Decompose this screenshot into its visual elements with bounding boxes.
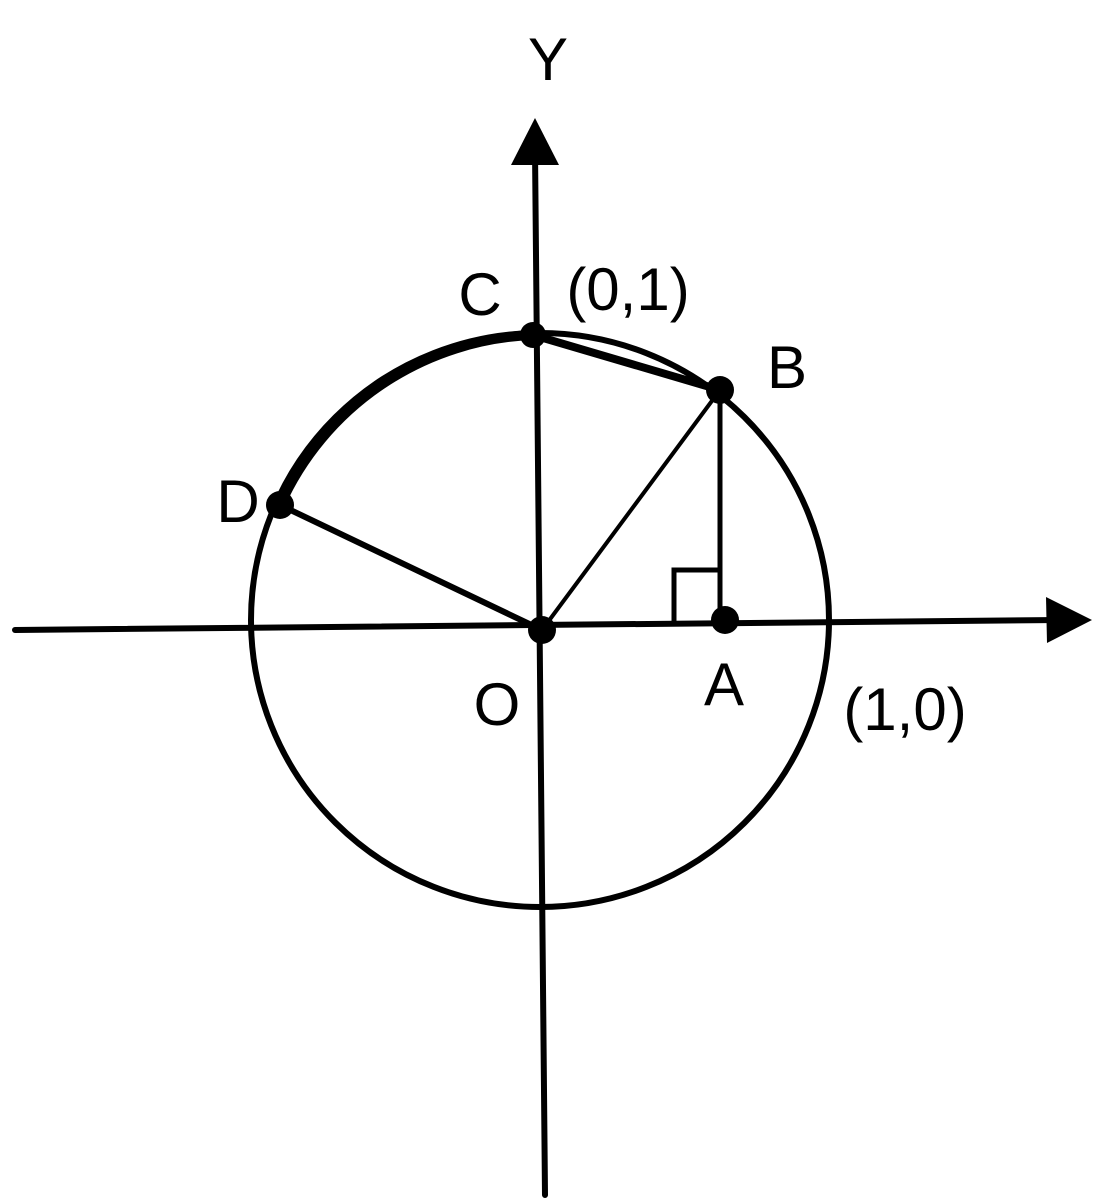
- label-o: O: [474, 671, 521, 738]
- segment-o-b: [540, 388, 722, 632]
- point-d: [266, 491, 294, 519]
- segment-c-b: [529, 331, 724, 394]
- x-axis-arrowhead: [1046, 597, 1092, 643]
- y-axis-label: Y: [528, 26, 568, 93]
- y-axis: [532, 147, 548, 1198]
- label-c-coord: (0,1): [566, 256, 689, 323]
- y-axis-arrowhead: [511, 118, 559, 165]
- label-d: D: [216, 468, 259, 535]
- right-angle-marker: [671, 567, 721, 625]
- arc-c-d: [275, 330, 538, 510]
- point-a: [711, 606, 739, 634]
- label-c: C: [458, 261, 501, 328]
- point-c: [520, 322, 546, 348]
- point-o: [528, 616, 556, 644]
- point-b: [706, 376, 734, 404]
- label-b: B: [767, 334, 807, 401]
- segment-o-d: [277, 502, 545, 633]
- label-a-coord: (1,0): [843, 676, 966, 743]
- label-a: A: [704, 651, 744, 718]
